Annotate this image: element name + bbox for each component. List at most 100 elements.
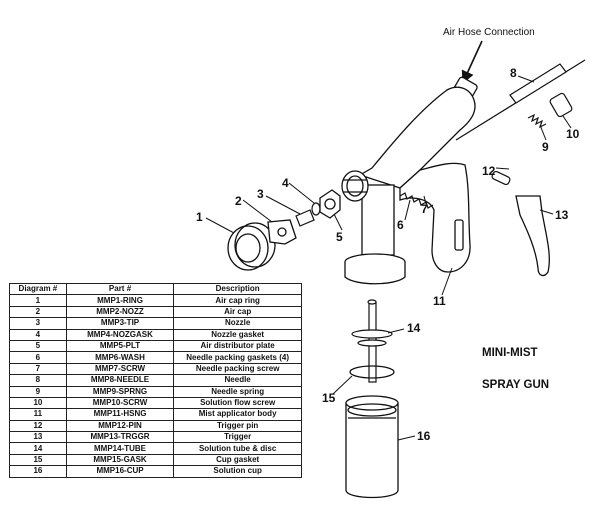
cell-diagram-number: 15 <box>9 453 67 467</box>
cell-diagram-number: 16 <box>9 465 67 478</box>
cell-description: Solution flow screw <box>173 396 302 410</box>
cell-diagram-number: 7 <box>9 362 67 376</box>
cell-description: Trigger <box>173 431 302 444</box>
cell-diagram-number: 6 <box>9 351 67 364</box>
cell-description: Cup gasket <box>173 453 302 467</box>
callout-13: 13 <box>555 208 569 222</box>
nozzle <box>295 209 315 227</box>
cell-part-number: MMP7-SCRW <box>65 362 175 376</box>
callout-1: 1 <box>196 210 203 224</box>
cell-diagram-number: 11 <box>9 408 67 421</box>
cell-description: Needle spring <box>173 385 302 398</box>
cell-description: Air cap ring <box>173 294 302 307</box>
cell-diagram-number: 1 <box>9 294 67 307</box>
product-title-line1: MINI-MIST <box>482 347 538 359</box>
cell-description: Needle <box>173 374 302 387</box>
cell-part-number: MMP10-SCRW <box>65 396 175 410</box>
cell-description: Mist applicator body <box>173 408 302 421</box>
cell-part-number: MMP3-TIP <box>65 317 175 330</box>
air-hose-label: Air Hose Connection <box>443 27 535 38</box>
cell-diagram-number: 14 <box>9 442 67 455</box>
cell-part-number: MMP16-CUP <box>65 465 175 478</box>
cell-part-number: MMP14-TUBE <box>65 442 175 455</box>
product-title-line2: SPRAY GUN <box>482 379 549 391</box>
cell-description: Nozzle <box>173 317 302 330</box>
solution-cup <box>345 395 399 499</box>
trigger-pin <box>491 170 511 186</box>
cell-description: Solution tube & disc <box>173 442 302 455</box>
cell-description: Needle packing gaskets (4) <box>173 351 302 364</box>
nozzle-gasket <box>311 202 321 216</box>
leader-lines <box>205 75 572 441</box>
cell-diagram-number: 10 <box>9 396 67 410</box>
air-cap <box>267 219 297 245</box>
air-hose-arrow <box>461 40 483 84</box>
trigger <box>515 195 550 277</box>
cell-part-number: MMP8-NEEDLE <box>65 374 175 387</box>
cup-gasket <box>349 365 395 379</box>
callout-6: 6 <box>397 218 404 232</box>
callout-3: 3 <box>257 187 264 201</box>
cell-description: Nozzle gasket <box>173 328 302 341</box>
cell-part-number: MMP4-NOZGASK <box>65 328 175 341</box>
cell-description: Air distributor plate <box>173 339 302 353</box>
callout-4: 4 <box>282 176 289 190</box>
cell-part-number: MMP1-RING <box>65 294 175 307</box>
cell-diagram-number: 3 <box>9 317 67 330</box>
cell-description: Trigger pin <box>173 419 302 433</box>
cell-diagram-number: 4 <box>9 328 67 341</box>
cell-diagram-number: 13 <box>9 431 67 444</box>
cell-part-number: MMP9-SPRNG <box>65 385 175 398</box>
cell-description: Solution cup <box>173 465 302 478</box>
header-description: Description <box>173 282 302 296</box>
cell-description: Needle packing screw <box>173 362 302 376</box>
air-distributor-plate <box>319 189 341 219</box>
callout-8: 8 <box>510 66 517 80</box>
needle <box>455 59 586 141</box>
solution-flow-screw <box>527 92 573 129</box>
cell-part-number: MMP13-TRGGR <box>65 431 175 444</box>
needle-packing <box>399 192 434 209</box>
header-diagram-number: Diagram # <box>9 282 67 296</box>
header-part-number: Part # <box>65 282 175 296</box>
cell-part-number: MMP12-PIN <box>65 419 175 433</box>
cell-diagram-number: 2 <box>9 305 67 319</box>
callout-9: 9 <box>542 140 549 154</box>
air-cap-ring <box>227 222 276 271</box>
cell-part-number: MMP6-WASH <box>65 351 175 364</box>
callout-5: 5 <box>336 230 343 244</box>
cell-part-number: MMP5-PLT <box>65 339 175 353</box>
cell-diagram-number: 12 <box>9 419 67 433</box>
cell-description: Air cap <box>173 305 302 319</box>
cell-diagram-number: 8 <box>9 374 67 387</box>
solution-tube <box>351 299 393 383</box>
callout-10: 10 <box>566 127 580 141</box>
callout-16: 16 <box>417 429 431 443</box>
cell-diagram-number: 5 <box>9 339 67 353</box>
callout-2: 2 <box>235 194 242 208</box>
cell-diagram-number: 9 <box>9 385 67 398</box>
callout-7: 7 <box>421 202 428 216</box>
gun-body <box>341 76 478 285</box>
table-header-row: Diagram # Part # Description <box>9 282 302 296</box>
cell-part-number: MMP2-NOZZ <box>65 305 175 319</box>
callout-12: 12 <box>482 164 496 178</box>
